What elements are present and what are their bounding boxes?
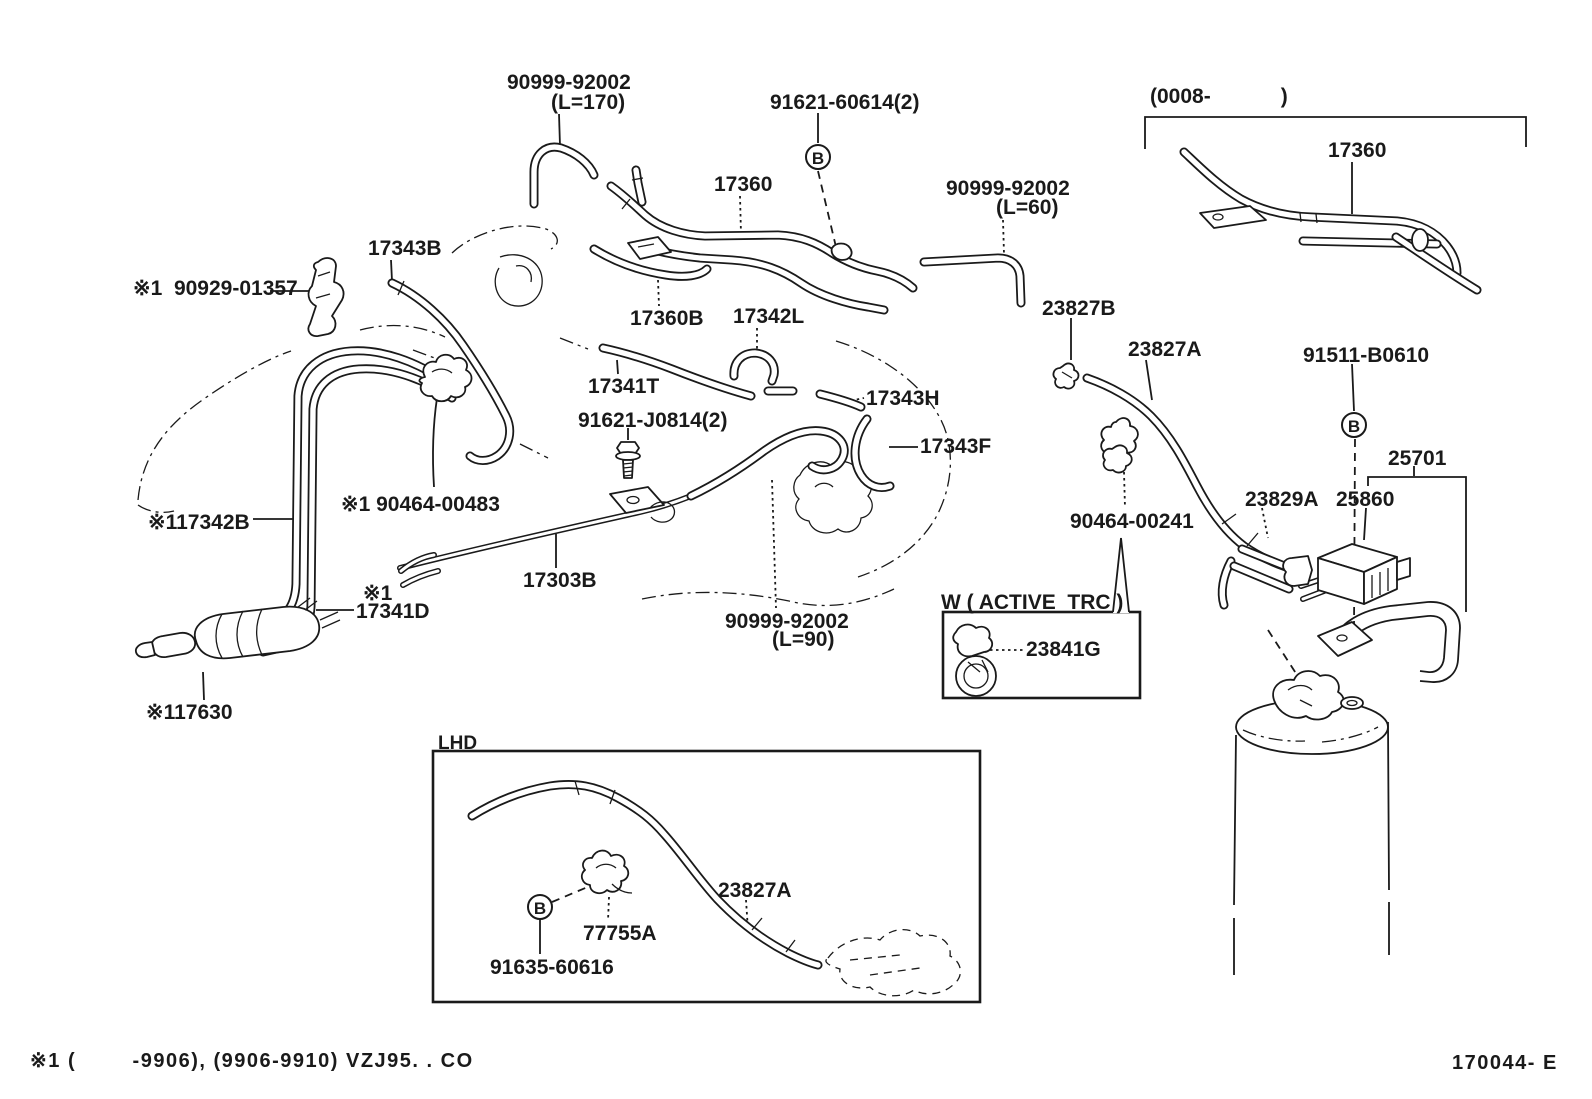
clamp-90464-00241-art xyxy=(1100,417,1139,474)
valve-17630-art xyxy=(134,597,341,660)
label-25860: 25860 xyxy=(1336,488,1395,511)
frames xyxy=(431,116,1527,1004)
label-17341d-ref: ※1 xyxy=(363,582,393,605)
bolt-91621-j0814-art xyxy=(615,441,641,479)
lhd-box xyxy=(431,749,982,1004)
active-trc-box xyxy=(941,610,1142,700)
label-23827a-lhd: 23827A xyxy=(718,879,792,902)
label-17342b: ※117342B xyxy=(148,511,250,534)
footnote: ※1 ( -9906), (9906-9910) VZJ95. . CO xyxy=(30,1050,474,1072)
label-91511-b0610: 91511-B0610 xyxy=(1303,344,1430,367)
label-90464-00241: 90464-00241 xyxy=(1070,510,1194,533)
drawing-number: 170044- E xyxy=(1452,1052,1558,1074)
label-90999-92002-l170-length: (L=170) xyxy=(551,91,626,114)
hoses-and-pipes xyxy=(253,147,1477,965)
label-17360-inset: 17360 xyxy=(1328,139,1387,162)
label-25701: 25701 xyxy=(1388,447,1447,470)
label-inset-header: (0008- ) xyxy=(1150,85,1288,108)
label-17303b: 17303B xyxy=(523,569,597,592)
label-23829a: 23829A xyxy=(1245,488,1319,511)
label-lhd-title: LHD xyxy=(438,733,478,754)
label-17343b: 17343B xyxy=(368,237,442,260)
callout-b-top: B xyxy=(805,144,831,170)
label-91635-60616: 91635-60616 xyxy=(490,956,614,979)
label-90999-92002-l60-number: 90999-92002 xyxy=(946,177,1070,200)
grommet-on-pipe xyxy=(830,242,853,261)
brackets-and-clamps xyxy=(134,205,1461,997)
callout-b-lhd: B xyxy=(527,894,553,920)
label-77755a: 77755A xyxy=(583,922,657,945)
label-17360: 17360 xyxy=(714,173,773,196)
bracket-25701-art xyxy=(1317,601,1461,683)
label-17341t: 17341T xyxy=(588,375,660,398)
label-17342l: 17342L xyxy=(733,305,805,328)
label-17343h: 17343H xyxy=(866,387,940,410)
label-90999-92002-l60-length: (L=60) xyxy=(996,196,1059,219)
clamp-90929-art xyxy=(307,257,345,337)
label-active-trc-title: W ( ACTIVE TRC ) xyxy=(941,591,1124,614)
valve-25860-art xyxy=(1282,543,1411,605)
inset-bracket-line xyxy=(1144,116,1527,149)
label-90999-92002-l170-number: 90999-92002 xyxy=(507,71,631,94)
label-17630: ※117630 xyxy=(146,701,233,724)
label-90999-92002-l90-number: 90999-92002 xyxy=(725,610,849,633)
label-23827b: 23827B xyxy=(1042,297,1116,320)
inset-bracket-flag xyxy=(1199,205,1267,229)
label-91621-60614: 91621-60614(2) xyxy=(770,91,920,114)
label-91621-j0814: 91621-J0814(2) xyxy=(578,409,728,432)
label-23827a: 23827A xyxy=(1128,338,1202,361)
label-17360b: 17360B xyxy=(630,307,704,330)
label-90464-00483: ※1 90464-00483 xyxy=(341,493,500,516)
label-17343f: 17343F xyxy=(920,435,992,458)
clamp-77755a-art xyxy=(580,849,633,895)
label-90999-92002-l90-length: (L=90) xyxy=(772,628,835,651)
lhd-engine-sketch xyxy=(825,929,961,997)
label-23841g: 23841G xyxy=(1026,638,1101,661)
callout-b-right: B xyxy=(1341,412,1367,438)
canister-art xyxy=(1233,670,1390,975)
pipe-bracket-flag xyxy=(627,236,672,260)
label-17341d: 17341D xyxy=(356,600,430,623)
inset-clamp xyxy=(1411,228,1429,252)
clamp-90464-00483-art xyxy=(418,353,473,403)
clamp-23841g-art xyxy=(952,623,997,697)
clamp-23827b-art xyxy=(1052,362,1080,390)
label-90929-01357: ※1 90929-01357 xyxy=(133,277,298,300)
